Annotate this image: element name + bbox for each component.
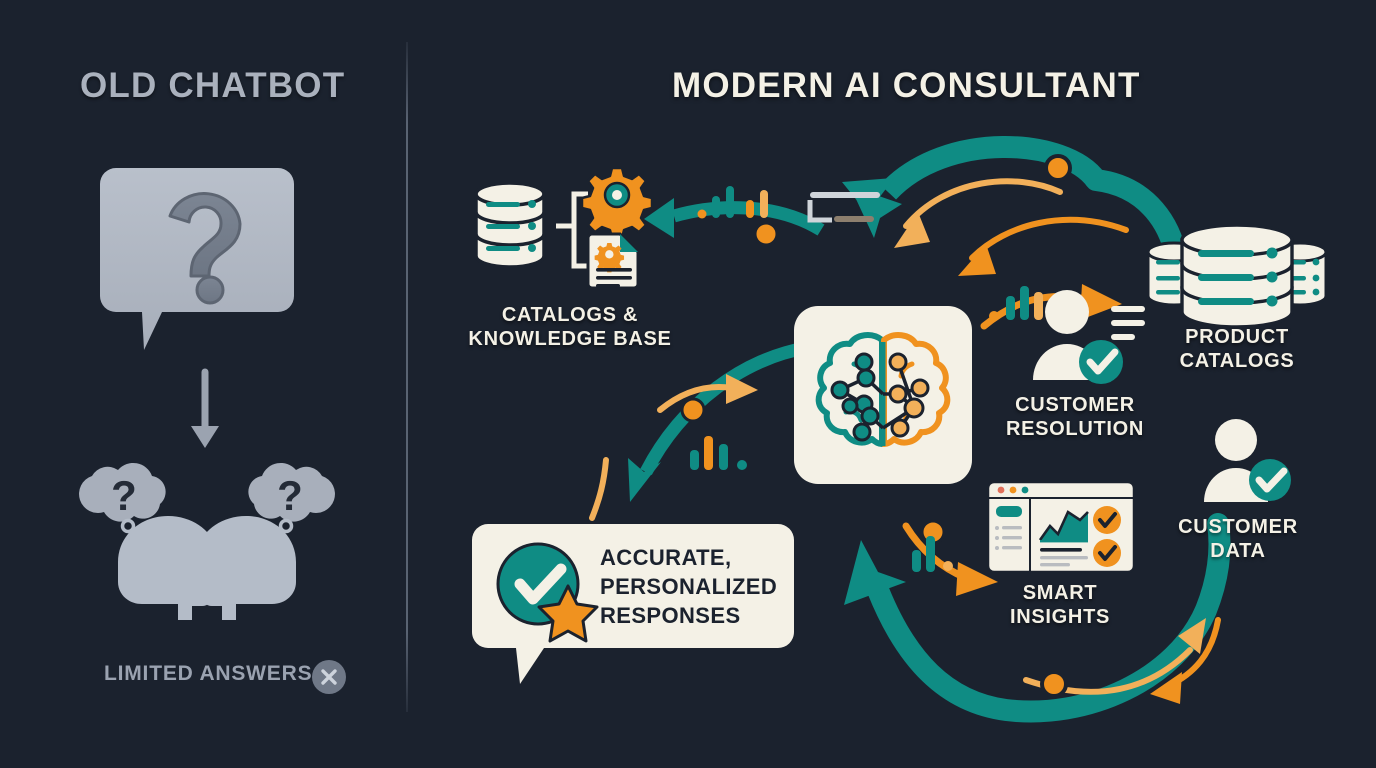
check-circle-icon-1 [1093, 506, 1121, 534]
document-gear-icon [586, 232, 640, 290]
bar-chart-glyph-bottom [912, 536, 953, 572]
window-dot-green [1021, 486, 1029, 494]
check-badge-icon [1079, 340, 1123, 384]
bar-chart-glyph-middle [690, 436, 747, 470]
caption-customer-data: CUSTOMER DATA [1178, 516, 1298, 562]
thought-question-glyph: ? [277, 472, 303, 519]
database-icon [474, 181, 546, 269]
caption-catalogs-knowledge-base: CATALOGS & KNOWLEDGE BASE [468, 304, 672, 350]
text-lines-glyph-top [807, 192, 880, 223]
sidebar-lines [995, 526, 1022, 550]
flow-dot-mid-left [680, 397, 706, 423]
orange-accent-middle [657, 384, 735, 413]
flow-dot-bottom [1040, 670, 1068, 698]
orange-accent-top2 [969, 216, 1129, 261]
orange-accent-middle-head [726, 374, 758, 404]
caption-accurate-responses: ACCURATE, PERSONALIZED RESPONSES [600, 545, 778, 629]
sidebar-pill [996, 506, 1022, 517]
accurate-responses-bubble [472, 524, 794, 684]
svg-text:?: ? [111, 472, 137, 519]
orange-accent-bottom-head [956, 562, 998, 596]
dashboard-window-icon [986, 480, 1136, 574]
user-icon [1204, 419, 1268, 502]
content-lines [1040, 548, 1082, 552]
close-x-icon [312, 660, 346, 694]
limited-answers-label: LIMITED ANSWERS [104, 662, 313, 685]
caption-customer-resolution: CUSTOMER RESOLUTION [1005, 394, 1145, 440]
arc-center-to-bottom-left [628, 341, 808, 502]
orange-accent-bottom-right-head [1178, 618, 1206, 654]
head-thinking-icon [187, 516, 296, 620]
thought-bubble-icon [248, 462, 335, 522]
area-chart-icon [1038, 510, 1089, 543]
neural-nodes-left [830, 352, 880, 442]
caption-smart-insights: SMART INSIGHTS [1009, 582, 1111, 628]
customer-data-icons [1204, 419, 1291, 502]
customer-resolution-icons [1033, 290, 1145, 384]
head-thinking-icon [118, 516, 227, 620]
text-lines-icon [1111, 306, 1145, 340]
arc-top-right-to-center [842, 136, 1189, 281]
check-circle-icon-2 [1093, 539, 1121, 567]
bar-chart-glyph-resolution [989, 286, 1043, 321]
window-dot-yellow [1009, 486, 1017, 494]
catalogs-knowledge-icons [474, 166, 654, 290]
arc-bottom-right-to-center [844, 513, 1231, 723]
flow-diagram-arrows [589, 136, 1231, 723]
orange-accent-top-head [894, 212, 930, 248]
orange-accent-center-right-head [1080, 284, 1122, 320]
flow-dot-left [753, 221, 779, 247]
orange-accent-middle-short [589, 457, 609, 521]
orange-accent-top [903, 178, 1063, 229]
check-badge-icon [1249, 459, 1291, 501]
thought-bubble-icon: ? [79, 462, 166, 522]
database-stack-icon [1146, 223, 1328, 329]
orange-accent-top2-head [958, 244, 996, 276]
page-title-modern-ai-consultant: MODERN AI CONSULTANT [672, 66, 1141, 105]
orange-accent-bottom-return-head [1150, 672, 1182, 704]
window-dot-red [997, 486, 1005, 494]
panel-divider [406, 42, 408, 712]
star-icon [537, 584, 599, 643]
question-mark-icon [168, 192, 242, 305]
gear-icon [580, 166, 654, 240]
arrow-down-icon [191, 368, 219, 448]
page-title-old-chatbot: OLD CHATBOT [80, 66, 346, 105]
caption-product-catalogs: PRODUCT CATALOGS [1179, 326, 1295, 372]
ai-brain-icon [794, 306, 972, 484]
neural-nodes-right [888, 352, 930, 438]
question-speech-bubble [100, 168, 294, 350]
confused-heads-group: ? ? [79, 462, 335, 620]
bar-chart-glyph-top [697, 186, 768, 219]
flow-dot-top [1044, 154, 1072, 182]
